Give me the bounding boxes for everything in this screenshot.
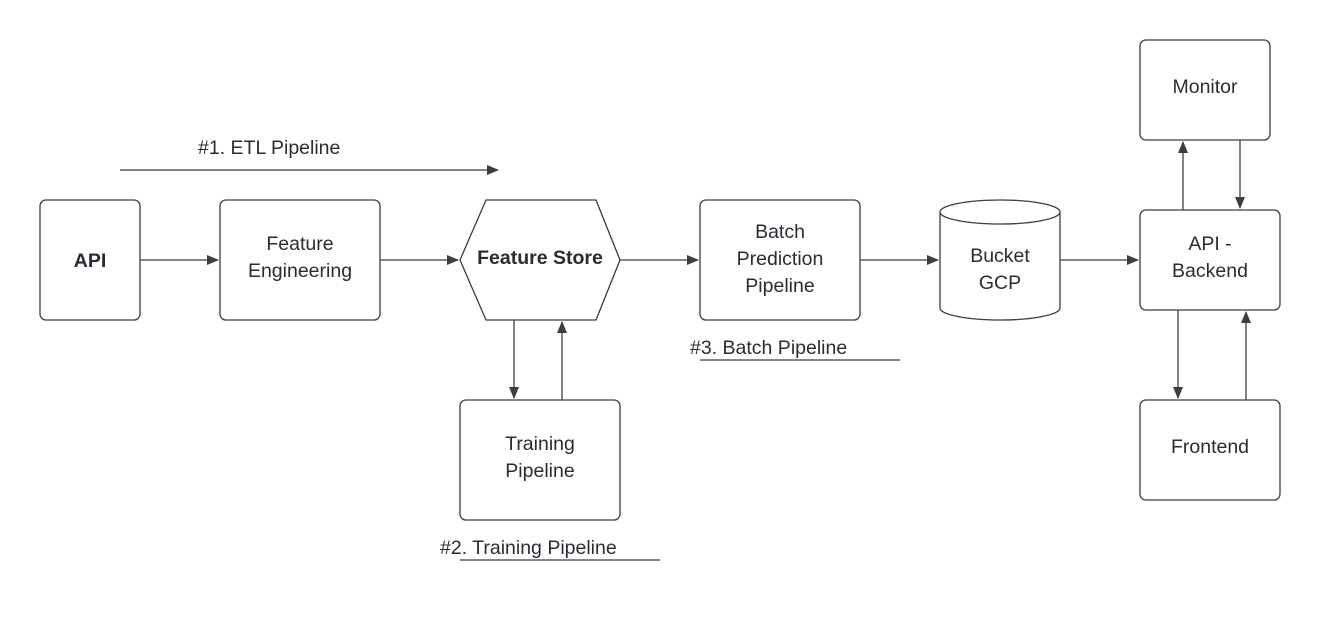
training-pipeline-label-line2: Pipeline	[505, 460, 574, 482]
api-backend-node: API - Backend	[1139, 209, 1281, 311]
training-pipeline-label-line1: Training	[505, 433, 575, 455]
api-node-label: API	[74, 250, 107, 272]
api-node: API	[39, 199, 141, 321]
api-backend-label-line1: API -	[1188, 233, 1231, 255]
bucket-gcp-node: Bucket GCP	[939, 199, 1061, 321]
frontend-label: Frontend	[1171, 436, 1249, 458]
monitor-node: Monitor	[1139, 39, 1271, 141]
batch-prediction-node: Batch Prediction Pipeline	[699, 199, 861, 321]
feature-engineering-label-line2: Engineering	[248, 260, 352, 282]
feature-store-node: Feature Store	[459, 199, 621, 321]
api-backend-label-line2: Backend	[1172, 260, 1248, 282]
training-pipeline-node: Training Pipeline	[459, 399, 621, 521]
monitor-label: Monitor	[1172, 76, 1238, 98]
batch-pipeline-label: #3. Batch Pipeline	[690, 337, 847, 359]
batch-prediction-label-line2: Prediction	[737, 248, 824, 270]
training-pipeline-label: #2. Training Pipeline	[440, 537, 617, 559]
feature-engineering-label-line1: Feature	[266, 233, 333, 255]
batch-prediction-label-line1: Batch	[755, 221, 805, 243]
bucket-gcp-label-line2: GCP	[979, 272, 1021, 294]
feature-store-label: Feature Store	[477, 247, 603, 269]
bucket-gcp-label-line1: Bucket	[970, 245, 1030, 267]
feature-engineering-node: Feature Engineering	[219, 199, 381, 321]
batch-prediction-label-line3: Pipeline	[745, 275, 814, 297]
frontend-node: Frontend	[1139, 399, 1281, 501]
etl-pipeline-label: #1. ETL Pipeline	[198, 137, 340, 159]
